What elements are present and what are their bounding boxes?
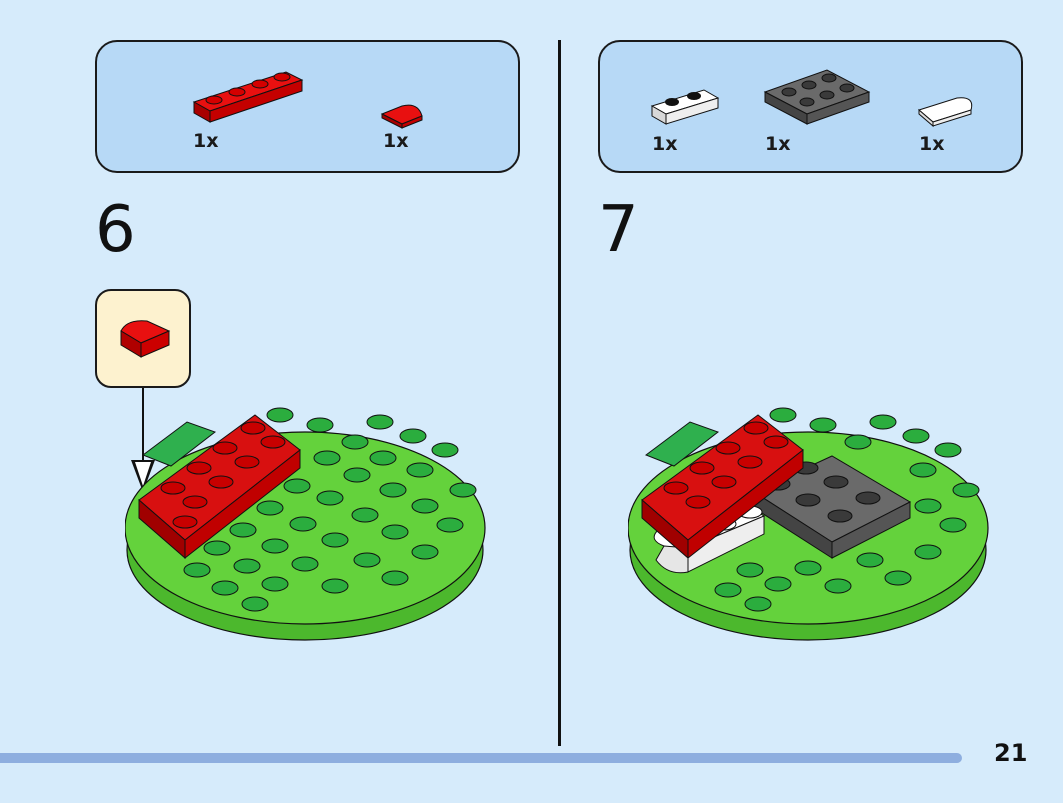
red-quarter-round-tile-icon <box>120 320 171 358</box>
part-quantity: 1x <box>765 133 791 155</box>
model-step-7 <box>628 407 989 641</box>
part-quantity: 1x <box>383 130 409 152</box>
part-quantity: 1x <box>652 133 678 155</box>
white-half-round-tile-icon <box>917 97 973 128</box>
placement-arrow <box>142 388 144 478</box>
parts-list-step-7: 1x 1x 1x <box>598 40 1023 173</box>
dark-gray-plate-2x3-icon <box>763 69 871 125</box>
part-quantity: 1x <box>193 130 219 152</box>
red-quarter-round-tile-icon <box>380 104 423 129</box>
white-plate-1x2-icon <box>650 89 720 125</box>
footer-bar <box>0 753 962 763</box>
red-plate-1x4-icon <box>192 71 304 123</box>
page-number: 21 <box>994 739 1028 767</box>
step-number: 7 <box>598 193 639 267</box>
step-number: 6 <box>95 193 136 267</box>
callout-box <box>95 289 191 388</box>
part-quantity: 1x <box>919 133 945 155</box>
page-divider <box>558 40 561 746</box>
model-step-6 <box>125 407 486 641</box>
parts-list-step-6: 1x 1x <box>95 40 520 173</box>
